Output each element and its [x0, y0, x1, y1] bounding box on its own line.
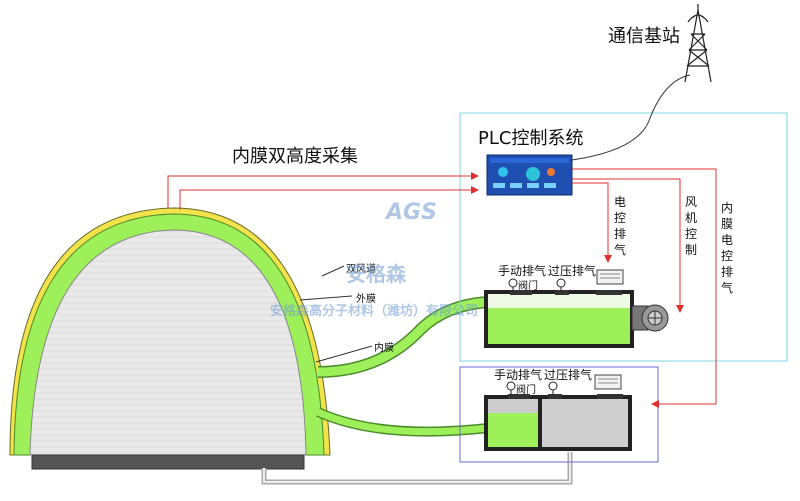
dual-air-channel-label: 双风道 — [346, 264, 376, 275]
plc-system-label: PLC控制系统 — [478, 128, 584, 149]
signal-collection-upper — [167, 172, 479, 208]
overpressure-exhaust-upper-label: 过压排气 — [548, 264, 597, 278]
inner-film-electric-exhaust-label: 内膜电控排气 — [720, 201, 733, 295]
signal-collection-lower — [179, 186, 479, 210]
lower-tank-right — [538, 395, 632, 451]
manual-valve-icon-upper — [508, 278, 518, 292]
manual-exhaust-upper-label: 手动排气 — [498, 264, 547, 278]
base-station-label: 通信基站 — [608, 26, 680, 47]
fan-icon — [631, 304, 669, 332]
signal-inner-exhaust — [572, 168, 717, 408]
outer-film-label: 外膜 — [356, 294, 376, 305]
fan-control-label: 风机控制 — [684, 195, 697, 257]
drain-pipe — [261, 452, 573, 485]
collection-label: 内膜双高度采集 — [232, 146, 358, 167]
tower-icon — [684, 4, 712, 83]
wireless-link — [571, 74, 691, 161]
leader-dual-channel — [321, 265, 345, 277]
watermark-company: 安格森高分子材料（潍坊）有限公司 — [270, 304, 479, 319]
lower-tank-box — [459, 366, 659, 463]
leader-outer-film — [299, 295, 353, 301]
electric-exhaust-control-label: 电控排气 — [613, 195, 626, 257]
lower-controller — [594, 374, 622, 390]
watermark-logo: AGS — [386, 200, 437, 225]
plc-system-box — [459, 112, 788, 362]
inner-film-label: 内膜 — [374, 343, 394, 354]
signal-fan-control — [572, 178, 684, 313]
manual-valve-icon-lower — [506, 381, 516, 395]
manual-valve-upper-label: 阀门 — [518, 281, 538, 292]
leader-inner-film — [315, 345, 373, 363]
dome-base — [31, 454, 305, 470]
dome-interior — [29, 229, 307, 456]
signal-electric-exhaust — [572, 182, 612, 263]
manual-exhaust-lower-label: 手动排气 — [494, 368, 543, 382]
upper-controller — [596, 269, 624, 285]
manual-valve-lower-label: 阀门 — [516, 385, 536, 396]
watermark-brand: 安格森 — [346, 262, 406, 286]
pressure-gauge-icon-upper — [556, 278, 566, 292]
overpressure-exhaust-lower-label: 过压排气 — [544, 368, 593, 382]
pressure-gauge-icon-lower — [548, 381, 558, 395]
